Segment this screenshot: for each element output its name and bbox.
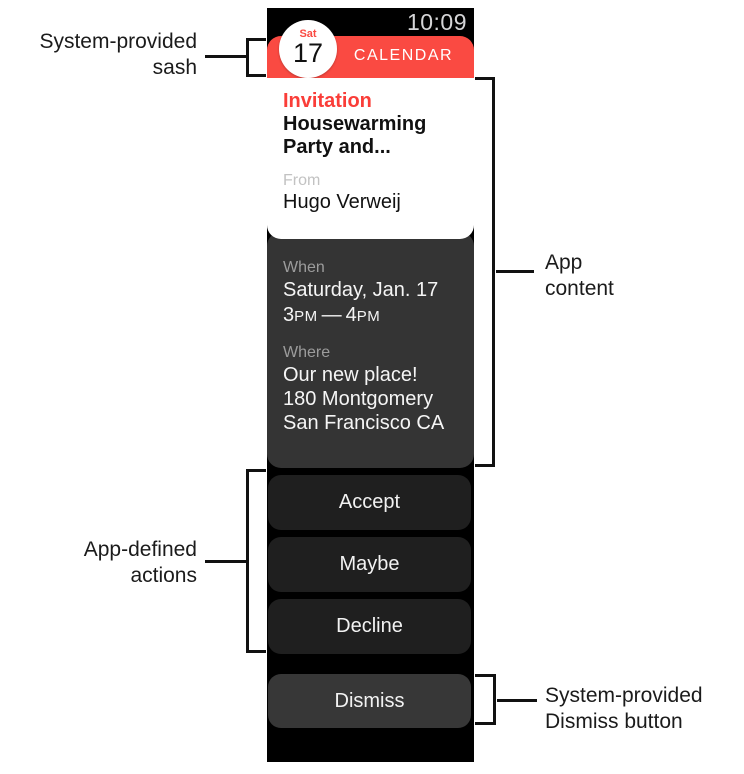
time-end: 4: [345, 304, 357, 326]
sender-name: Hugo Verweij: [283, 191, 401, 213]
event-details-panel: When Saturday, Jan. 17 3PM—4PM Where Our…: [267, 232, 474, 468]
from-label: From: [283, 172, 321, 189]
location-line1: Our new place!: [283, 364, 418, 386]
time-end-meridiem: PM: [356, 308, 381, 325]
calendar-date-badge: Sat 17: [279, 20, 337, 78]
annotation-line: System-provided: [39, 30, 197, 53]
app-name-label: CALENDAR: [353, 47, 454, 64]
time-start-meridiem: PM: [294, 308, 318, 325]
event-subject-line2: Party and...: [283, 136, 391, 158]
location-line2: 180 Montgomery: [283, 388, 434, 410]
notification-card: Invitation Housewarming Party and... Fro…: [267, 78, 474, 239]
annotation-line: sash: [152, 56, 197, 79]
app-content-bracket: [475, 77, 495, 467]
annotation-line: content: [545, 277, 614, 300]
invitation-title: Invitation: [283, 90, 372, 112]
event-date: Saturday, Jan. 17: [283, 279, 439, 301]
watch-screen: 10:09 CALENDAR Sat 17 Invitation Housewa…: [267, 8, 474, 762]
annotation-line: actions: [130, 564, 197, 587]
sash-bracket: [246, 38, 266, 77]
accept-button[interactable]: Accept: [268, 475, 471, 530]
annotation-line: Dismiss button: [545, 710, 683, 733]
dismiss-bracket: [475, 674, 496, 725]
time-start: 3: [283, 304, 295, 326]
annotation-line: App: [545, 251, 583, 274]
where-label: Where: [283, 344, 331, 361]
dismiss-button[interactable]: Dismiss: [268, 674, 471, 728]
time-separator: —: [321, 304, 342, 326]
annotation-dismiss: System-provided Dismiss button: [545, 683, 703, 735]
annotation-line: App-defined: [83, 538, 197, 561]
annotation-line: System-provided: [545, 684, 703, 707]
badge-day-number: 17: [292, 38, 324, 68]
status-bar-time: 10:09: [406, 9, 467, 35]
app-content-connector-line: [496, 270, 534, 273]
decline-button[interactable]: Decline: [268, 599, 471, 654]
app-actions-connector-line: [205, 560, 246, 563]
when-label: When: [283, 259, 325, 276]
badge-weekday: Sat: [299, 28, 317, 40]
annotation-app-content: App content: [545, 250, 614, 302]
annotation-sash-label: System-provided sash: [9, 29, 197, 81]
event-time-range: 3PM—4PM: [283, 303, 468, 329]
maybe-button[interactable]: Maybe: [268, 537, 471, 592]
event-subject-line1: Housewarming: [283, 113, 427, 135]
location-line3: San Francisco CA: [283, 412, 445, 434]
app-actions-bracket: [246, 469, 266, 653]
dismiss-connector-line: [497, 699, 537, 702]
annotation-app-actions: App-defined actions: [9, 537, 197, 589]
sash-connector-line: [205, 55, 246, 58]
